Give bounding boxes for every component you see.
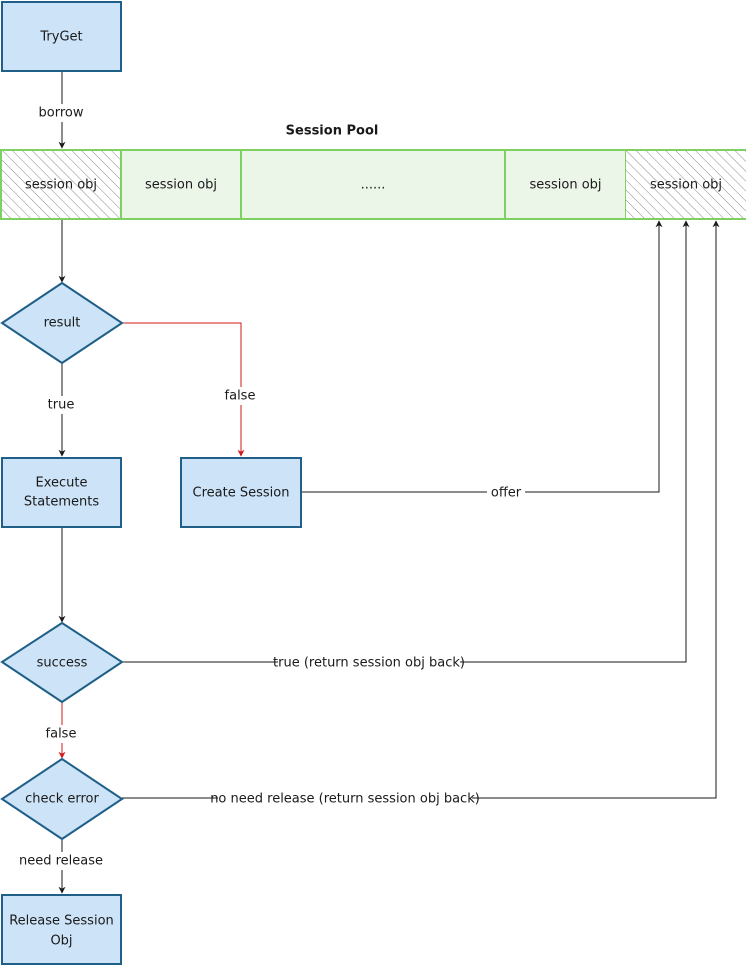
tryget-label: TryGet xyxy=(39,30,82,45)
session-pool-title: Session Pool xyxy=(286,124,379,139)
execute-label-line2: Statements xyxy=(24,495,99,510)
session-pool: Session Pool session obj session obj ...… xyxy=(0,124,746,220)
pool-slot-5-label: session obj xyxy=(650,178,722,193)
check-error-decision: check error xyxy=(0,757,124,841)
pool-slot-4-label: session obj xyxy=(529,178,601,193)
execute-label-line1: Execute xyxy=(36,476,88,491)
need-release-label: need release xyxy=(19,854,103,869)
edge-labels: borrow true false offer true (return ses… xyxy=(18,104,525,870)
release-session-node: Release Session Obj xyxy=(1,894,122,965)
borrow-label: borrow xyxy=(39,106,84,121)
pool-slot-4: session obj xyxy=(504,149,627,220)
create-session-node: Create Session xyxy=(180,457,302,528)
pool-slot-ellipsis-label: ...... xyxy=(361,178,386,193)
edge-result-false xyxy=(122,322,245,457)
pool-slot-5: session obj xyxy=(626,149,746,220)
pool-slot-1-label: session obj xyxy=(25,178,97,193)
edge-offer xyxy=(302,220,663,493)
pool-slot-ellipsis: ...... xyxy=(240,149,506,220)
edge-success-true xyxy=(122,220,690,663)
check-error-label: check error xyxy=(25,792,99,807)
pool-slot-2: session obj xyxy=(120,149,242,220)
success-true-label: true (return session obj back) xyxy=(273,656,465,671)
pool-slot-1: session obj xyxy=(0,149,122,220)
offer-label: offer xyxy=(491,486,522,501)
success-decision: success xyxy=(0,621,124,704)
release-label-line1: Release Session xyxy=(9,914,114,929)
result-decision: result xyxy=(0,281,124,365)
result-label: result xyxy=(44,316,81,331)
no-need-release-label: no need release (return session obj back… xyxy=(210,792,480,807)
tryget-node: TryGet xyxy=(1,1,122,72)
result-false-label: false xyxy=(225,389,256,404)
execute-statements-node: Execute Statements xyxy=(1,457,122,528)
release-label-line2: Obj xyxy=(50,934,72,949)
result-true-label: true xyxy=(48,398,75,413)
create-session-label: Create Session xyxy=(193,486,290,501)
pool-slot-2-label: session obj xyxy=(145,178,217,193)
success-false-label: false xyxy=(46,727,77,742)
success-label: success xyxy=(37,656,88,671)
